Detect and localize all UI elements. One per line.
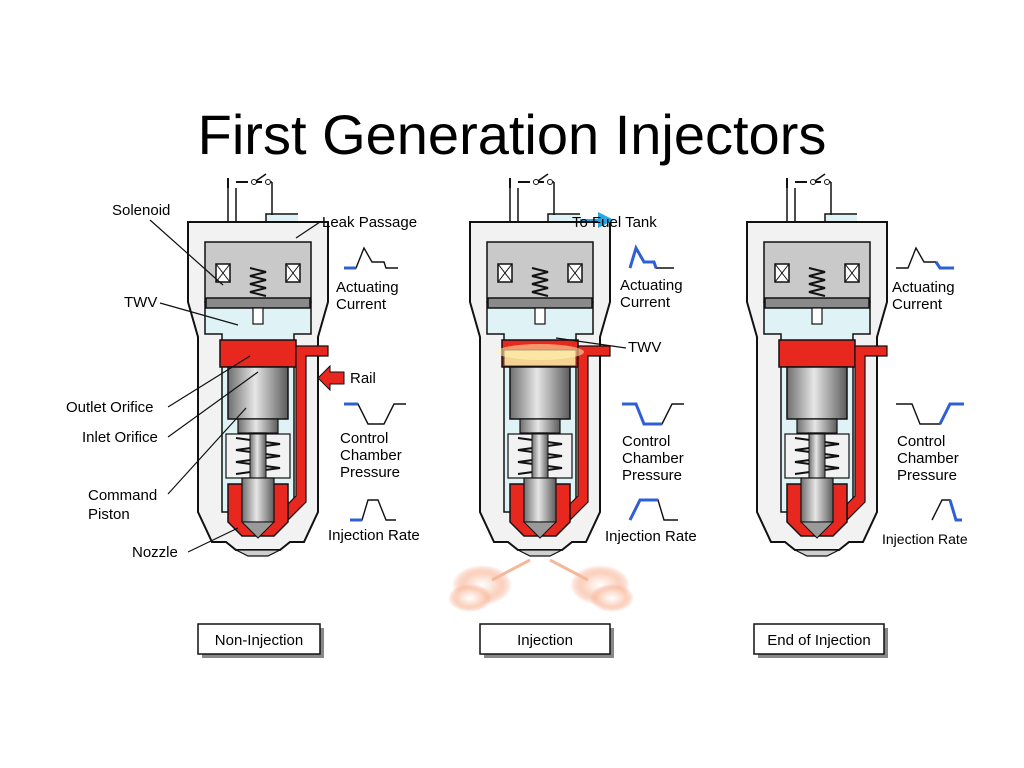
svg-text:Actuating: Actuating bbox=[620, 277, 683, 294]
actuating-waveform bbox=[344, 246, 398, 269]
label-rail: Rail bbox=[350, 370, 376, 387]
svg-text:Injection Rate: Injection Rate bbox=[605, 528, 697, 545]
stage-label: End of Injection bbox=[767, 632, 870, 649]
signals-injection: Actuating Current Control Chamber Pressu… bbox=[605, 244, 697, 545]
label-twv: TWV bbox=[124, 294, 157, 311]
injector-end-of-injection bbox=[746, 173, 888, 557]
svg-text:Chamber: Chamber bbox=[897, 450, 959, 467]
label-to-fuel-tank: To Fuel Tank bbox=[572, 214, 657, 231]
control-label-3: Pressure bbox=[340, 464, 400, 481]
actuating-label-1: Actuating bbox=[336, 279, 399, 296]
svg-text:Injection Rate: Injection Rate bbox=[882, 531, 968, 547]
label-command-piston-1: Command bbox=[88, 487, 157, 504]
signals-end-of-injection: Actuating Current Control Chamber Pressu… bbox=[882, 246, 968, 547]
label-command-piston-2: Piston bbox=[88, 506, 130, 523]
stage-non-injection: Non-Injection bbox=[197, 623, 324, 658]
rail-arrow bbox=[317, 364, 345, 392]
injection-rate-waveform bbox=[350, 499, 396, 521]
control-label-2: Chamber bbox=[340, 447, 402, 464]
signals-non-injection: Actuating Current Control Chamber Pressu… bbox=[328, 246, 420, 544]
label-outlet-orifice: Outlet Orifice bbox=[66, 399, 154, 416]
part-labels: Solenoid TWV Outlet Orifice Inlet Orific… bbox=[66, 202, 661, 561]
svg-text:Control: Control bbox=[897, 433, 945, 450]
svg-text:Current: Current bbox=[620, 294, 671, 311]
injector-injection bbox=[469, 173, 614, 557]
control-pressure-waveform bbox=[344, 403, 406, 425]
stage-label: Injection bbox=[517, 632, 573, 649]
actuating-label-2: Current bbox=[336, 296, 387, 313]
injection-rate-label: Injection Rate bbox=[328, 527, 420, 544]
fuel-spray bbox=[448, 558, 634, 612]
label-nozzle: Nozzle bbox=[132, 544, 178, 561]
stage-injection: Injection bbox=[479, 623, 614, 658]
svg-text:Current: Current bbox=[892, 296, 943, 313]
svg-text:Pressure: Pressure bbox=[622, 467, 682, 484]
svg-text:Actuating: Actuating bbox=[892, 279, 955, 296]
control-label-1: Control bbox=[340, 430, 388, 447]
slide-title: First Generation Injectors bbox=[197, 102, 827, 166]
svg-text:Pressure: Pressure bbox=[897, 467, 957, 484]
stage-end-of-injection: End of Injection bbox=[753, 623, 888, 658]
svg-text:Chamber: Chamber bbox=[622, 450, 684, 467]
stage-label: Non-Injection bbox=[215, 632, 303, 649]
label-inlet-orifice: Inlet Orifice bbox=[82, 429, 158, 446]
label-solenoid: Solenoid bbox=[112, 202, 170, 219]
label-leak-passage: Leak Passage bbox=[322, 214, 417, 231]
svg-text:Control: Control bbox=[622, 433, 670, 450]
label-twv-center: TWV bbox=[628, 339, 661, 356]
